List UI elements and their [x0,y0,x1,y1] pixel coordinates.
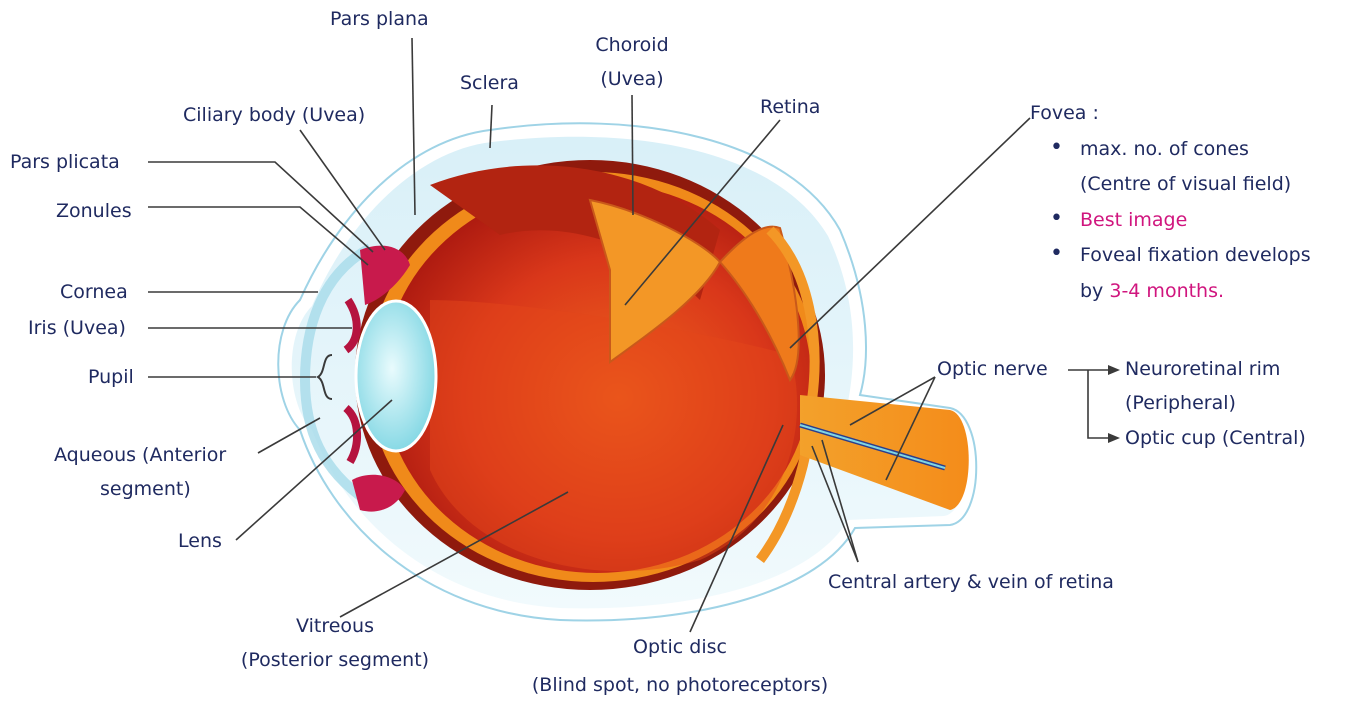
label-retina: Retina [760,98,820,117]
label-sclera: Sclera [460,74,519,93]
fovea-bullet-2: Best image [1080,211,1187,230]
label-vitreous: Vitreous [215,617,455,636]
label-pupil: Pupil [88,368,134,387]
label-vitreous-segment: (Posterior segment) [215,651,455,670]
fovea-title: Fovea : [1030,104,1099,123]
label-aqueous: Aqueous (Anterior [54,446,226,465]
bullet-icon: • [1050,137,1063,159]
label-pars-plicata: Pars plicata [10,153,120,172]
label-optic-nerve: Optic nerve [937,360,1048,379]
label-cornea: Cornea [60,283,128,302]
fovea-bullet-3-prefix: by [1080,280,1103,302]
label-aqueous-segment: segment) [100,480,191,499]
label-choroid-uvea: (Uvea) [585,70,679,89]
label-neuroretinal-rim: Neuroretinal rim [1125,360,1280,379]
fovea-bullet-1-cont: (Centre of visual field) [1080,175,1291,194]
label-central-artery-vein: Central artery & vein of retina [828,573,1114,592]
lens [356,301,436,451]
label-neuroretinal-peripheral: (Peripheral) [1125,394,1236,413]
label-zonules: Zonules [56,202,132,221]
label-optic-disc: Optic disc [510,638,850,657]
label-pars-plana: Pars plana [330,10,429,29]
bullet-icon: • [1050,243,1063,265]
label-lens: Lens [178,532,222,551]
label-ciliary-body: Ciliary body (Uvea) [183,106,365,125]
arrow-heads [1108,365,1120,443]
bullet-icon: • [1050,208,1063,230]
fovea-bullet-3-highlight: 3-4 months. [1109,280,1224,302]
fovea-bullet-3-cont: by 3-4 months. [1080,282,1224,301]
label-optic-disc-note: (Blind spot, no photoreceptors) [510,676,850,695]
fovea-bullet-1: max. no. of cones [1080,140,1249,159]
label-choroid: Choroid [585,36,679,55]
label-iris: Iris (Uvea) [28,319,126,338]
fovea-bullet-3: Foveal fixation develops [1080,246,1311,265]
label-optic-cup: Optic cup (Central) [1125,429,1306,448]
